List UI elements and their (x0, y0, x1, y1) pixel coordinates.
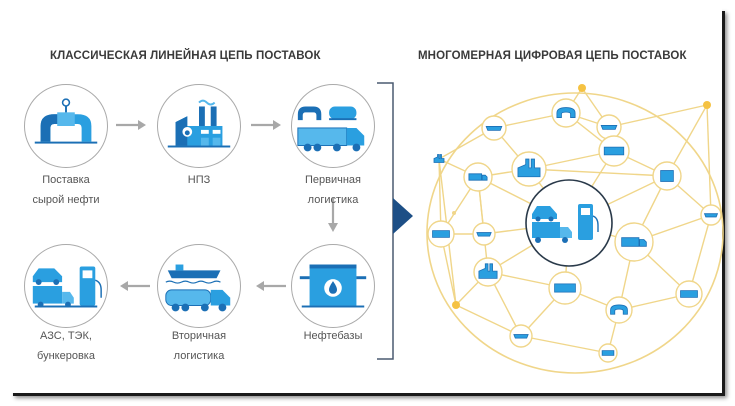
network-boundary (426, 92, 724, 374)
network-link (706, 104, 712, 216)
network-node-factory-icon (433, 154, 445, 163)
label-line: логистика (307, 194, 359, 206)
stage-label-crude-supply: Поставка сырой нефти (11, 170, 121, 210)
pipeline-icon (34, 98, 98, 144)
hub-node (525, 179, 613, 267)
stage-primary-logistics (291, 84, 375, 168)
label-line: Первичная (304, 174, 361, 186)
network-node-factory-icon (473, 257, 503, 287)
network-node-truck-icon (614, 222, 654, 262)
secondary-logistics-icon (165, 264, 231, 312)
refinery-icon (167, 99, 231, 148)
fuel-station-icon (32, 266, 102, 308)
network-node-tank-icon (598, 135, 630, 167)
linear-chain-title: КЛАССИЧЕСКАЯ ЛИНЕЙНАЯ ЦЕПЬ ПОСТАВОК (50, 50, 321, 62)
primary-logistics-icon (297, 106, 365, 152)
network-node-tank-icon (598, 343, 618, 363)
arrow-right-1 (116, 120, 146, 130)
network-link (528, 168, 668, 177)
oil-depot-icon (299, 264, 367, 308)
label-line: Вторичная (171, 330, 227, 342)
stage-label-fuel-station: АЗС, ТЭК, бункеровка (11, 326, 121, 366)
network-node-truck-icon (463, 162, 493, 192)
network-link (520, 335, 609, 354)
network-node-ship-icon (472, 222, 496, 246)
network-node-pipe-icon (605, 296, 633, 324)
network-junction-dot (703, 101, 711, 109)
stage-label-primary-logistics: Первичная логистика (278, 170, 388, 210)
network-node-ship-icon (700, 204, 722, 226)
arrow-left-2 (120, 281, 150, 291)
network-node-tank-icon (675, 280, 703, 308)
network-junction-dot (452, 211, 456, 215)
arrow-left-1 (256, 281, 286, 291)
network-node-tank-icon (427, 220, 455, 248)
label-line: НПЗ (187, 174, 211, 186)
stage-crude-supply (24, 84, 108, 168)
network-node-tank-icon (548, 271, 582, 305)
stage-oil-depot (291, 244, 375, 328)
label-line: Поставка (42, 174, 90, 186)
stage-label-secondary-logistics: Вторичная логистика (144, 326, 254, 366)
network-node-depot-icon (652, 161, 682, 191)
stage-label-oil-depot: Нефтебазы (278, 326, 388, 346)
label-line: сырой нефти (32, 194, 100, 206)
network-junction-dot (578, 84, 586, 92)
network-junction-dot (452, 301, 460, 309)
network-link (608, 104, 708, 128)
transition-arrow (393, 198, 413, 234)
network-node-factory-icon (511, 151, 547, 187)
network-link (455, 304, 522, 337)
network-node-pipe-icon (551, 98, 581, 128)
digital-chain-title: МНОГОМЕРНАЯ ЦИФРОВАЯ ЦЕПЬ ПОСТАВОК (418, 50, 687, 62)
stage-secondary-logistics (157, 244, 241, 328)
network-node-ship-icon (481, 115, 507, 141)
network-node-ship-icon (596, 114, 622, 140)
arrow-down (328, 198, 338, 232)
label-line: АЗС, ТЭК, (40, 330, 92, 342)
arrow-right-2 (251, 120, 281, 130)
label-line: логистика (173, 350, 225, 362)
label-line: Нефтебазы (303, 330, 363, 342)
stage-fuel-station (24, 244, 108, 328)
network-node-ship-icon (509, 324, 533, 348)
label-line: бункеровка (37, 350, 95, 362)
stage-label-refinery: НПЗ (144, 170, 254, 190)
stage-refinery (157, 84, 241, 168)
